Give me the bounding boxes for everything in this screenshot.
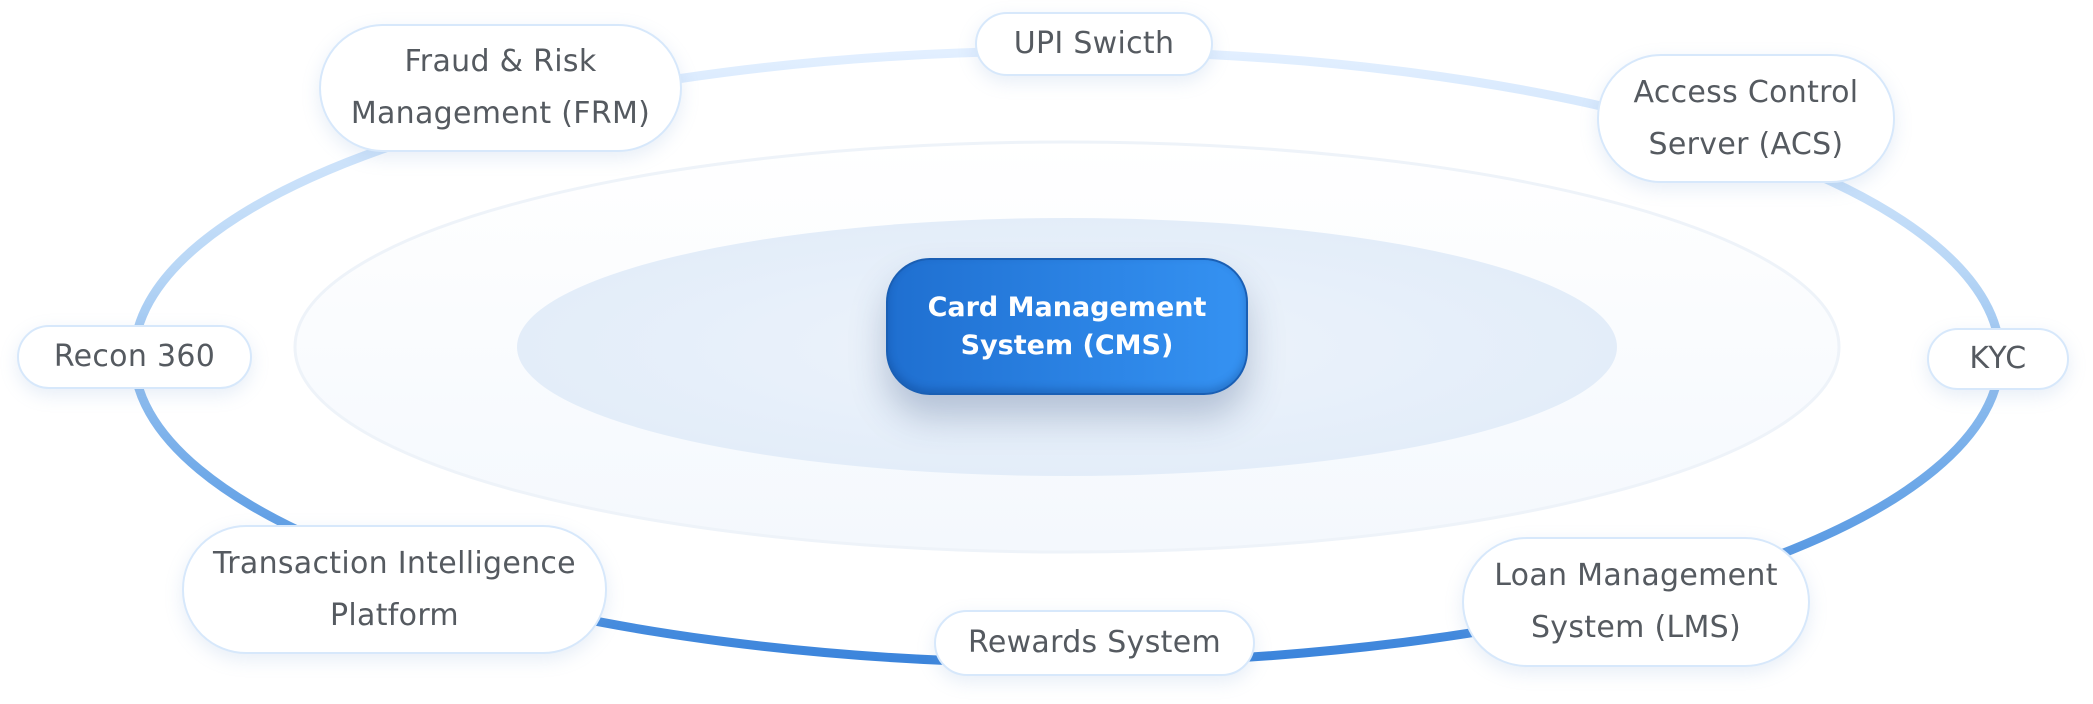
recon-360-node-label: Recon 360 [53,339,216,374]
transaction-intelligence-node-label: Transaction Intelligence Platform [213,545,576,633]
kyc-node-label: KYC [1969,341,2027,376]
acs-node-label: Access Control Server (ACS) [1633,74,1859,162]
upi-switch-node[interactable]: UPI Swicth [975,12,1213,76]
cms-center-node[interactable]: Card Management System (CMS) [886,258,1248,395]
cms-center-node-label: Card Management System (CMS) [927,291,1207,361]
kyc-node[interactable]: KYC [1927,328,2069,390]
transaction-intelligence-node[interactable]: Transaction Intelligence Platform [182,525,607,654]
lms-node-label: Loan Management System (LMS) [1494,558,1778,645]
recon-360-node[interactable]: Recon 360 [17,325,252,389]
frm-node[interactable]: Fraud & Risk Management (FRM) [319,24,682,152]
rewards-system-node-label: Rewards System [968,625,1221,660]
frm-node-label: Fraud & Risk Management (FRM) [350,44,651,131]
acs-node[interactable]: Access Control Server (ACS) [1597,54,1895,183]
lms-node[interactable]: Loan Management System (LMS) [1462,537,1810,667]
upi-switch-node-label: UPI Swicth [1013,26,1175,61]
rewards-system-node[interactable]: Rewards System [934,610,1255,676]
